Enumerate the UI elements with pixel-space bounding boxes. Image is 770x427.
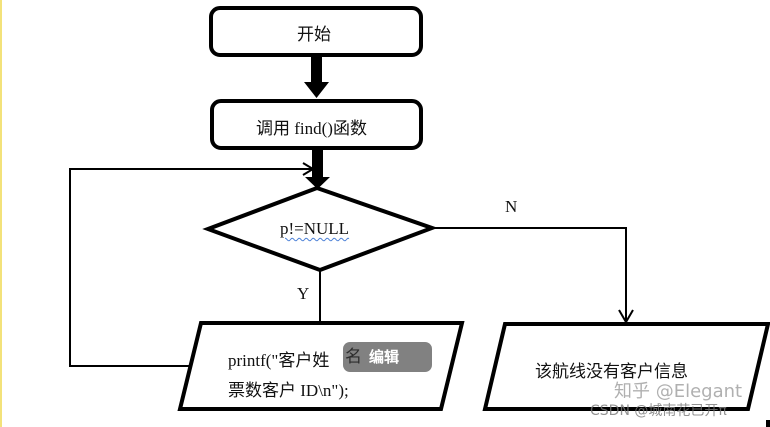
yes-branch-label: Y <box>297 284 310 303</box>
loop-back-line <box>69 168 313 367</box>
call-find-node-label: 调用 find()函数 <box>256 119 367 138</box>
left-edge-border <box>0 0 2 427</box>
arrow-call-to-decision-head <box>305 177 330 189</box>
print-node-line2: 票数客户 ID\n"); <box>228 381 349 400</box>
print-node-line1: printf("客户姓 <box>228 351 330 370</box>
no-branch-label: N <box>505 197 518 216</box>
edit-button-label: 编辑 <box>369 348 400 366</box>
print-node-hidden-char: 名 <box>345 347 362 366</box>
arrow-call-to-decision-shaft <box>312 148 323 178</box>
zhihu-watermark: 知乎 @Elegant <box>614 381 743 402</box>
csdn-watermark: CSDN @城南花已开π <box>590 403 727 419</box>
arrow-start-to-call-shaft <box>311 55 322 83</box>
loop-back-arrowhead <box>302 162 315 176</box>
corner-mark <box>766 420 770 427</box>
start-node-label: 开始 <box>297 25 331 44</box>
no-branch-line <box>432 227 627 322</box>
no-customer-node-label: 该航线没有客户信息 <box>535 362 688 381</box>
decision-node-label: p!=NULL <box>280 219 350 238</box>
no-customer-node-shape <box>482 322 770 411</box>
arrow-start-to-call-head <box>304 82 329 98</box>
edit-button[interactable]: 名 编辑 <box>343 342 432 372</box>
